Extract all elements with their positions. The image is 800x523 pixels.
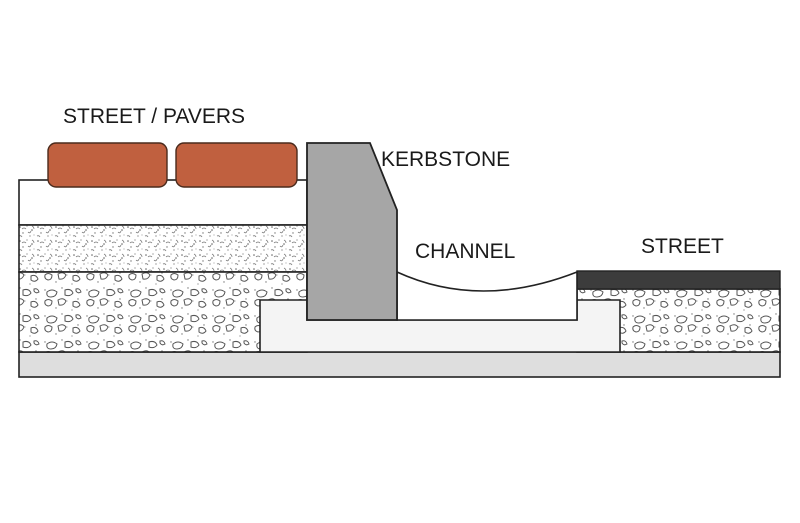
street-label: STREET: [641, 235, 724, 258]
foundation-slab: [18, 351, 781, 378]
pavers-label: STREET / PAVERS: [63, 105, 245, 128]
kerbstone-label: KERBSTONE: [381, 148, 510, 171]
paver-block: [175, 142, 298, 188]
kerbstone-block: [306, 142, 398, 321]
channel-block: [396, 270, 578, 321]
channel-label: CHANNEL: [415, 240, 515, 263]
paver-block: [47, 142, 168, 188]
fine-aggregate-layer: [18, 224, 308, 273]
asphalt-surface-layer: [576, 270, 781, 290]
coarse-aggregate-layer-left: [18, 271, 308, 353]
